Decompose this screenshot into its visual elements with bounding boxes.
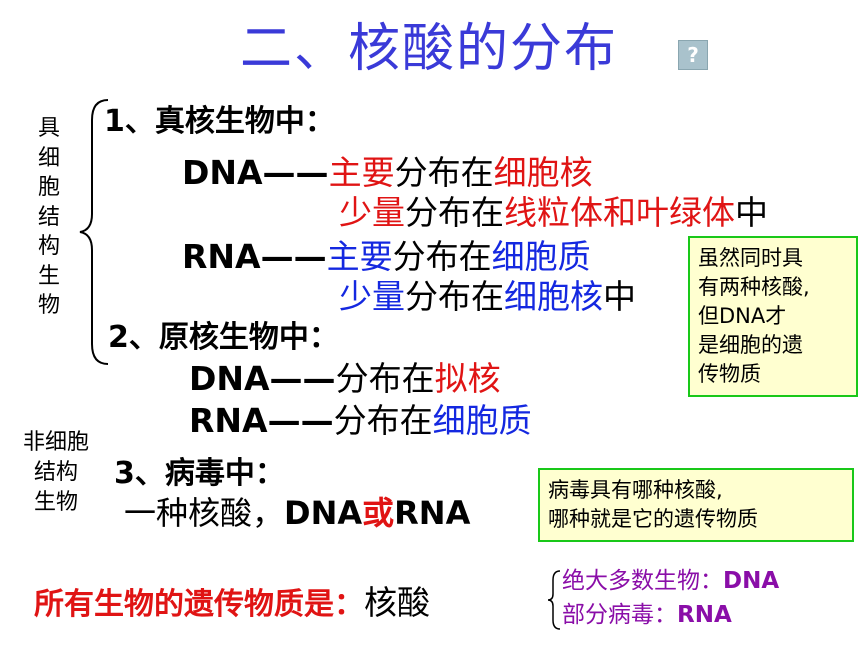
note-line: 但DNA才 <box>698 304 787 328</box>
location-cytoplasm: 细胞质 <box>491 237 591 276</box>
text-distribute: 分布在 <box>405 277 504 316</box>
section1-heading: 1、真核生物中： <box>104 104 335 139</box>
side-char: 胞 <box>37 175 60 200</box>
prokaryote-dna: DNA——分布在拟核 <box>189 352 501 400</box>
prokaryote-rna: RNA——分布在细胞质 <box>189 394 532 442</box>
text-distribute: 分布在 <box>405 193 504 232</box>
text-distribute: 分布在 <box>333 401 433 440</box>
curly-brace-icon <box>79 99 109 365</box>
noncell-side-label: 非细胞 结构 生物 <box>16 428 96 518</box>
subtype-some-viruses: 部分病毒：RNA <box>562 600 732 630</box>
side-char: 细 <box>37 145 60 171</box>
section3-heading: 3、病毒中： <box>114 456 285 491</box>
note-line: 哪种就是它的遗传物质 <box>548 507 758 531</box>
rna-prefix: RNA—— <box>182 237 327 276</box>
side-line: 生物 <box>33 490 78 515</box>
location-cytoplasm: 细胞质 <box>432 401 532 440</box>
sub1-value: DNA <box>723 568 780 594</box>
or-text: 或 <box>362 494 395 532</box>
location-nucleoid: 拟核 <box>434 359 501 398</box>
note-line: 是细胞的遗 <box>698 333 803 357</box>
conclusion: 所有生物的遗传物质是：核酸 <box>34 576 430 624</box>
text-suffix: 中 <box>603 277 636 316</box>
virus-nucleic-acid: 一种核酸，DNA或RNA <box>124 488 470 534</box>
page-title: 二、核酸的分布 <box>240 19 619 79</box>
sub2-value: RNA <box>677 602 732 628</box>
small-brace-icon <box>547 570 561 630</box>
eukaryote-rna-minor: 少量分布在细胞核中 <box>339 270 636 318</box>
rna-prefix: RNA—— <box>189 401 334 440</box>
side-char: 生 <box>37 263 60 289</box>
conclusion-label: 所有生物的遗传物质是： <box>34 587 364 622</box>
keyword-minor: 少量 <box>339 277 405 316</box>
subtype-most-organisms: 绝大多数生物：DNA <box>562 566 779 596</box>
eukaryote-rna-main: RNA——主要分布在细胞质 <box>182 230 591 278</box>
note-line: 传物质 <box>698 362 761 386</box>
note-line: 病毒具有哪种核酸, <box>548 478 723 502</box>
keyword-main: 主要 <box>328 153 395 192</box>
eukaryote-side-label: 具 细 胞 结 构 生 物 <box>36 114 62 321</box>
text-distribute: 分布在 <box>392 237 492 276</box>
note-cell-genetic-material: 虽然同时具 有两种核酸, 但DNA才 是细胞的遗 传物质 <box>688 236 858 397</box>
keyword-main: 主要 <box>326 237 393 276</box>
location-nucleus: 细胞核 <box>504 277 603 316</box>
eukaryote-dna-main: DNA——主要分布在细胞核 <box>182 146 593 194</box>
sub1-label: 绝大多数生物： <box>562 568 723 594</box>
side-char: 结 <box>37 204 60 230</box>
location-nucleus: 细胞核 <box>493 153 593 192</box>
question-icon[interactable]: ? <box>678 40 708 70</box>
conclusion-answer: 核酸 <box>364 583 430 622</box>
sub2-label: 部分病毒： <box>562 602 677 628</box>
note-virus-genetic-material: 病毒具有哪种核酸, 哪种就是它的遗传物质 <box>538 468 854 542</box>
keyword-minor: 少量 <box>339 193 405 232</box>
side-char: 构 <box>37 234 60 259</box>
side-line: 结构 <box>33 460 78 485</box>
rna-text: RNA <box>394 494 471 532</box>
text-suffix: 中 <box>735 193 768 232</box>
location-organelles: 线粒体和叶绿体 <box>504 193 735 232</box>
dna-prefix: DNA—— <box>182 153 329 192</box>
section2-heading: 2、原核生物中： <box>108 320 339 355</box>
note-line: 虽然同时具 <box>698 246 803 270</box>
side-line: 非细胞 <box>22 430 89 455</box>
side-char: 物 <box>37 293 60 318</box>
text-distribute: 分布在 <box>394 153 494 192</box>
eukaryote-dna-minor: 少量分布在线粒体和叶绿体中 <box>339 186 768 234</box>
side-char: 具 <box>37 116 60 141</box>
text-distribute: 分布在 <box>335 359 435 398</box>
text-one-nucleic-acid: 一种核酸， <box>124 494 285 532</box>
dna-text: DNA <box>284 494 363 532</box>
dna-prefix: DNA—— <box>189 359 336 398</box>
note-line: 有两种核酸, <box>698 275 810 299</box>
